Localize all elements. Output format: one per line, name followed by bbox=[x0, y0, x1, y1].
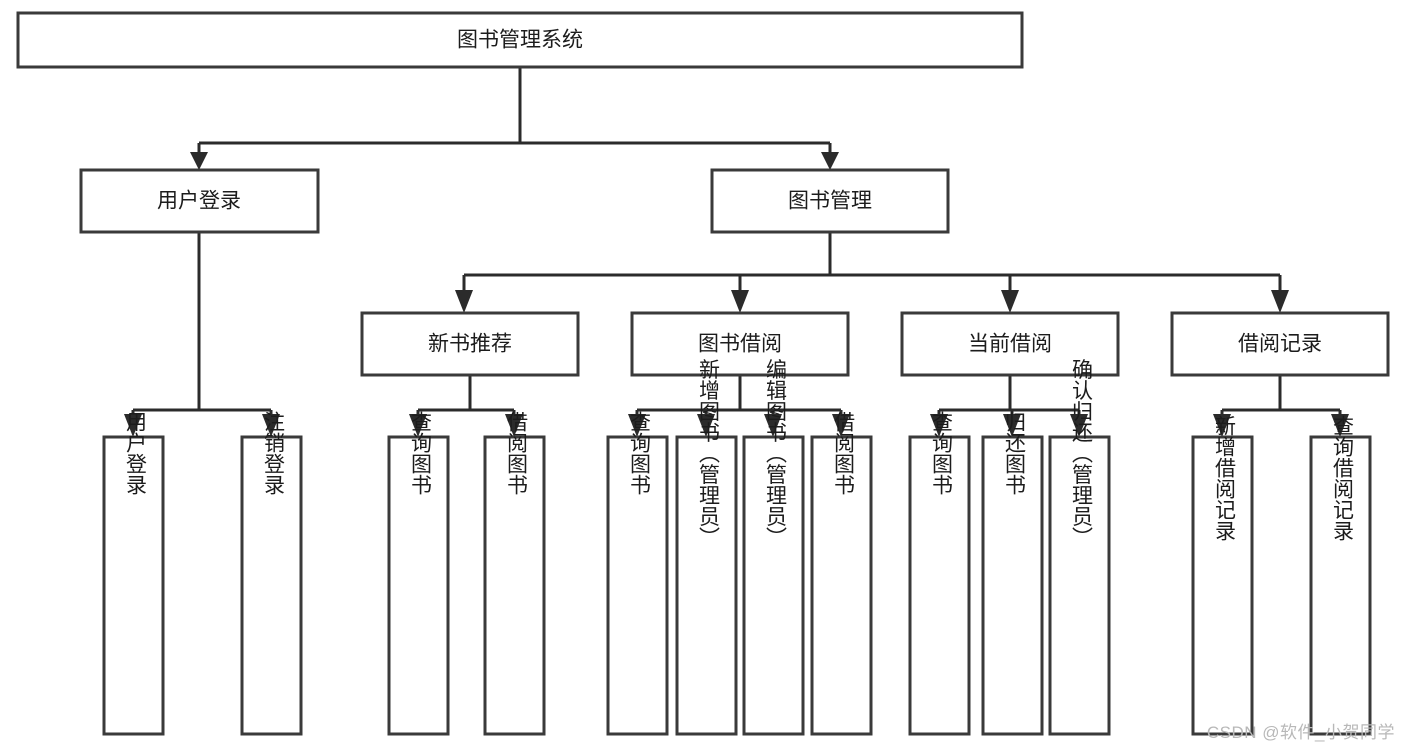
node-leaf-query-book-borrow-box bbox=[606, 435, 669, 736]
node-leaf-borrow-book-box bbox=[810, 435, 873, 736]
node-leaf-logout-box bbox=[240, 435, 303, 736]
node-leaf-add-book-admin-label: 新增图书（管理员） bbox=[696, 359, 720, 548]
arrowhead-leaf-query-book-current bbox=[930, 414, 948, 437]
node-leaf-borrow-book-recommend-label: 借阅图书 bbox=[504, 411, 528, 495]
csdn-watermark: CSDN @软件_小贺同学 bbox=[1206, 723, 1395, 742]
arrowhead-leaf-borrow-book-recommend bbox=[505, 414, 523, 437]
node-leaf-return-book[interactable]: 归还图书 bbox=[981, 411, 1044, 736]
arrowhead-current-borrow bbox=[1001, 290, 1019, 313]
arrowhead-leaf-query-borrow-record bbox=[1331, 414, 1349, 437]
node-root[interactable]: 图书管理系统 bbox=[16, 11, 1024, 69]
node-book-management[interactable]: 图书管理 bbox=[710, 168, 950, 234]
arrowhead-book-management bbox=[821, 152, 839, 170]
arrowhead-borrow-records bbox=[1271, 290, 1289, 313]
node-user-login-label: 用户登录 bbox=[157, 190, 241, 213]
arrowhead-leaf-edit-book-admin bbox=[764, 414, 782, 437]
node-leaf-add-book-admin-box bbox=[675, 435, 738, 736]
node-borrow-records-box bbox=[1170, 311, 1390, 377]
node-leaf-edit-book-admin-box bbox=[742, 435, 805, 736]
node-leaf-query-borrow-record-label: 查询借阅记录 bbox=[1330, 415, 1354, 541]
arrowhead-leaf-return-book bbox=[1003, 414, 1021, 437]
node-leaf-logout-label: 注销登录 bbox=[261, 411, 285, 495]
arrowhead-leaf-confirm-return-admin bbox=[1070, 414, 1088, 437]
node-leaf-add-borrow-record-label: 新增借阅记录 bbox=[1212, 415, 1236, 541]
node-leaf-query-book-current[interactable]: 查询图书 bbox=[908, 411, 971, 736]
node-leaf-return-book-box bbox=[981, 435, 1044, 736]
node-leaf-add-book-admin[interactable]: 新增图书（管理员） bbox=[675, 359, 738, 736]
node-root-label: 图书管理系统 bbox=[457, 29, 583, 52]
node-root-box bbox=[16, 11, 1024, 69]
node-leaf-query-book-borrow-label: 查询图书 bbox=[627, 411, 651, 495]
node-leaf-return-book-label: 归还图书 bbox=[1002, 411, 1026, 495]
node-new-book-recommend-label: 新书推荐 bbox=[428, 333, 512, 356]
node-leaf-borrow-book-recommend-box bbox=[483, 435, 546, 736]
node-leaf-edit-book-admin-label: 编辑图书（管理员） bbox=[763, 359, 787, 548]
connector-group bbox=[124, 67, 1349, 437]
arrowhead-leaf-user-login bbox=[124, 414, 142, 437]
arrowhead-leaf-borrow-book bbox=[832, 414, 850, 437]
node-leaf-query-book-recommend-box bbox=[387, 435, 450, 736]
arrowhead-leaf-add-book-admin bbox=[697, 414, 715, 437]
node-leaf-user-login-label: 用户登录 bbox=[123, 411, 147, 495]
node-leaf-query-borrow-record-box bbox=[1309, 435, 1372, 736]
node-leaf-query-book-recommend[interactable]: 查询图书 bbox=[387, 411, 450, 736]
node-user-login[interactable]: 用户登录 bbox=[79, 168, 320, 234]
node-leaf-confirm-return-admin[interactable]: 确认归还（管理员） bbox=[1048, 359, 1111, 736]
node-leaf-add-borrow-record-box bbox=[1191, 435, 1254, 736]
node-current-borrow-box bbox=[900, 311, 1120, 377]
node-leaf-borrow-book-label: 借阅图书 bbox=[831, 411, 855, 495]
node-leaf-confirm-return-admin-box bbox=[1048, 435, 1111, 736]
node-leaf-user-login[interactable]: 用户登录 bbox=[102, 411, 165, 736]
node-leaf-borrow-book-recommend[interactable]: 借阅图书 bbox=[483, 411, 546, 736]
node-leaf-confirm-return-admin-label: 确认归还（管理员） bbox=[1069, 359, 1093, 548]
node-borrow-records[interactable]: 借阅记录 bbox=[1170, 311, 1390, 377]
arrowhead-book-borrow bbox=[731, 290, 749, 313]
node-leaf-query-book-current-label: 查询图书 bbox=[929, 411, 953, 495]
node-leaf-query-book-borrow[interactable]: 查询图书 bbox=[606, 411, 669, 736]
arrowhead-user-login bbox=[190, 152, 208, 170]
node-leaf-query-book-recommend-label: 查询图书 bbox=[408, 411, 432, 495]
node-current-borrow[interactable]: 当前借阅 bbox=[900, 311, 1120, 377]
node-book-management-box bbox=[710, 168, 950, 234]
node-book-borrow-box bbox=[630, 311, 850, 377]
arrowhead-leaf-add-borrow-record bbox=[1213, 414, 1231, 437]
arrowhead-leaf-query-book-borrow bbox=[628, 414, 646, 437]
node-book-management-label: 图书管理 bbox=[788, 190, 872, 213]
node-leaf-add-borrow-record[interactable]: 新增借阅记录 bbox=[1191, 415, 1254, 736]
node-borrow-records-label: 借阅记录 bbox=[1238, 333, 1322, 356]
node-new-book-recommend-box bbox=[360, 311, 580, 377]
arrowhead-leaf-logout bbox=[262, 414, 280, 437]
node-current-borrow-label: 当前借阅 bbox=[968, 333, 1052, 356]
node-leaf-user-login-box bbox=[102, 435, 165, 736]
node-user-login-box bbox=[79, 168, 320, 234]
node-leaf-edit-book-admin[interactable]: 编辑图书（管理员） bbox=[742, 359, 805, 736]
arrowhead-new-book-recommend bbox=[455, 290, 473, 313]
node-book-borrow[interactable]: 图书借阅 bbox=[630, 311, 850, 377]
node-leaf-query-borrow-record[interactable]: 查询借阅记录 bbox=[1309, 415, 1372, 736]
node-leaf-borrow-book[interactable]: 借阅图书 bbox=[810, 411, 873, 736]
arrowhead-leaf-query-book-recommend bbox=[409, 414, 427, 437]
node-new-book-recommend[interactable]: 新书推荐 bbox=[360, 311, 580, 377]
node-leaf-logout[interactable]: 注销登录 bbox=[240, 411, 303, 736]
node-book-borrow-label: 图书借阅 bbox=[698, 333, 782, 356]
node-leaf-query-book-current-box bbox=[908, 435, 971, 736]
